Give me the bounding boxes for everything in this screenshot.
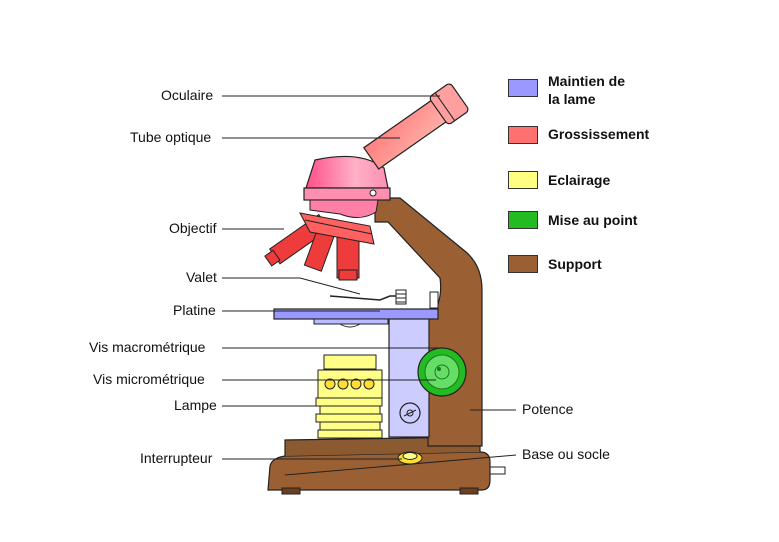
legend-swatch-grossissement — [508, 126, 538, 144]
label-potence: Potence — [522, 401, 574, 417]
legend-label-mise-au-point: Mise au point — [548, 212, 638, 228]
legend-swatch-support — [508, 255, 538, 273]
objectives — [264, 212, 375, 281]
legend-label-support: Support — [548, 256, 602, 272]
label-interrupteur: Interrupteur — [140, 450, 213, 466]
optical-head — [303, 83, 469, 218]
legend-label-grossissement: Grossissement — [548, 126, 650, 142]
label-objectif: Objectif — [169, 220, 217, 236]
leader-lines — [222, 95, 517, 476]
legend-swatch-mise-au-point — [508, 211, 538, 229]
focus-knob-macro — [417, 347, 467, 397]
legend-swatch-maintien — [508, 79, 538, 97]
lamp-adjust-knob — [399, 402, 421, 424]
label-platine: Platine — [173, 302, 216, 318]
legend-swatch-eclairage — [508, 171, 538, 189]
label-lampe: Lampe — [174, 397, 217, 413]
legend-label-eclairage: Eclairage — [548, 172, 611, 188]
label-base-socle: Base ou socle — [522, 446, 610, 462]
lamp — [315, 354, 383, 439]
switch — [397, 451, 423, 465]
label-valet: Valet — [186, 269, 217, 285]
label-oculaire: Oculaire — [161, 87, 214, 103]
label-vis-micrometrique: Vis micrométrique — [93, 371, 205, 387]
label-tube-optique: Tube optique — [130, 129, 212, 145]
legend-label-maintien: Maintien de la lame — [548, 73, 626, 107]
label-vis-macrometrique: Vis macrométrique — [89, 339, 206, 355]
stage-platine — [273, 289, 439, 328]
